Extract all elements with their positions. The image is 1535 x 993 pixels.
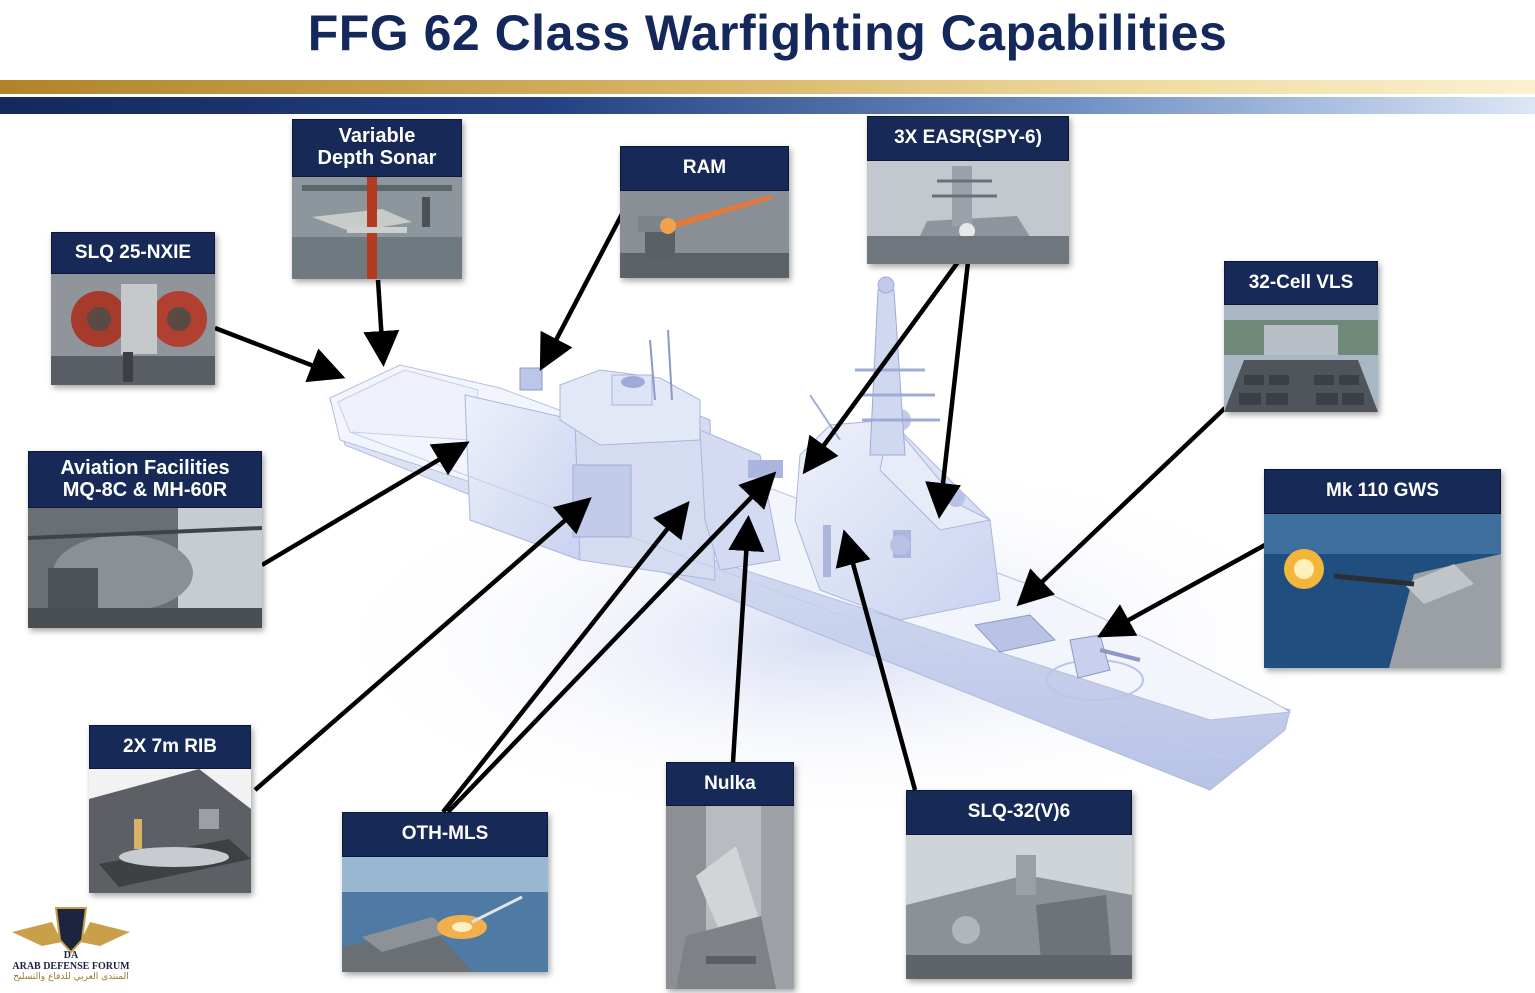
card-label: SLQ 25-NXIE (51, 232, 215, 274)
helicopter-hangar-photo-icon (28, 508, 262, 628)
eagle-shield-icon: DA (12, 907, 130, 961)
logo-name: ARAB DEFENSE FORUM (12, 961, 130, 972)
card-label: OTH-MLS (342, 812, 548, 857)
towed-decoy-winch-photo-icon (51, 274, 215, 385)
decoy-launcher-photo-icon (666, 806, 794, 989)
card-label: RAM (620, 146, 789, 191)
card-label: Aviation Facilities MQ-8C & MH-60R (28, 451, 262, 508)
ew-array-photo-icon (906, 835, 1132, 979)
navy-divider (0, 97, 1535, 114)
card-variable-depth-sonar[interactable]: Variable Depth Sonar (292, 119, 462, 279)
card-ram[interactable]: RAM (620, 146, 789, 278)
card-oth-mls[interactable]: OTH-MLS (342, 812, 548, 972)
card-mk-110-gws[interactable]: Mk 110 GWS (1264, 469, 1501, 668)
logo-name-arabic: المنتدى العربي للدفاع والتسليح (13, 972, 129, 982)
card-label: Nulka (666, 762, 794, 806)
card-label: 3X EASR(SPY-6) (867, 116, 1069, 161)
card-nulka[interactable]: Nulka (666, 762, 794, 989)
sonar-photo-icon (292, 177, 462, 279)
card-slq-25-nxie[interactable]: SLQ 25-NXIE (51, 232, 215, 385)
card-2x-7m-rib[interactable]: 2X 7m RIB (89, 725, 251, 893)
arab-defense-forum-logo: DA ARAB DEFENSE FORUM المنتدى العربي للد… (12, 900, 130, 992)
gold-divider (0, 80, 1535, 94)
card-label: 2X 7m RIB (89, 725, 251, 769)
card-label: Variable Depth Sonar (292, 119, 462, 177)
page-title: FFG 62 Class Warfighting Capabilities (307, 5, 1228, 61)
card-aviation-facilities[interactable]: Aviation Facilities MQ-8C & MH-60R (28, 451, 262, 628)
missile-launch-photo-icon (342, 857, 548, 972)
naval-gun-photo-icon (1264, 514, 1501, 668)
card-label: SLQ-32(V)6 (906, 790, 1132, 835)
card-32-cell-vls[interactable]: 32-Cell VLS (1224, 261, 1378, 412)
ram-launcher-photo-icon (620, 191, 789, 278)
svg-text:DA: DA (64, 950, 79, 960)
vls-deck-photo-icon (1224, 305, 1378, 412)
radar-mast-photo-icon (867, 161, 1069, 264)
rib-boat-bay-render-icon (89, 769, 251, 893)
card-easr-spy6[interactable]: 3X EASR(SPY-6) (867, 116, 1069, 264)
card-label: Mk 110 GWS (1264, 469, 1501, 514)
card-slq-32-v6[interactable]: SLQ-32(V)6 (906, 790, 1132, 979)
card-label: 32-Cell VLS (1224, 261, 1378, 305)
